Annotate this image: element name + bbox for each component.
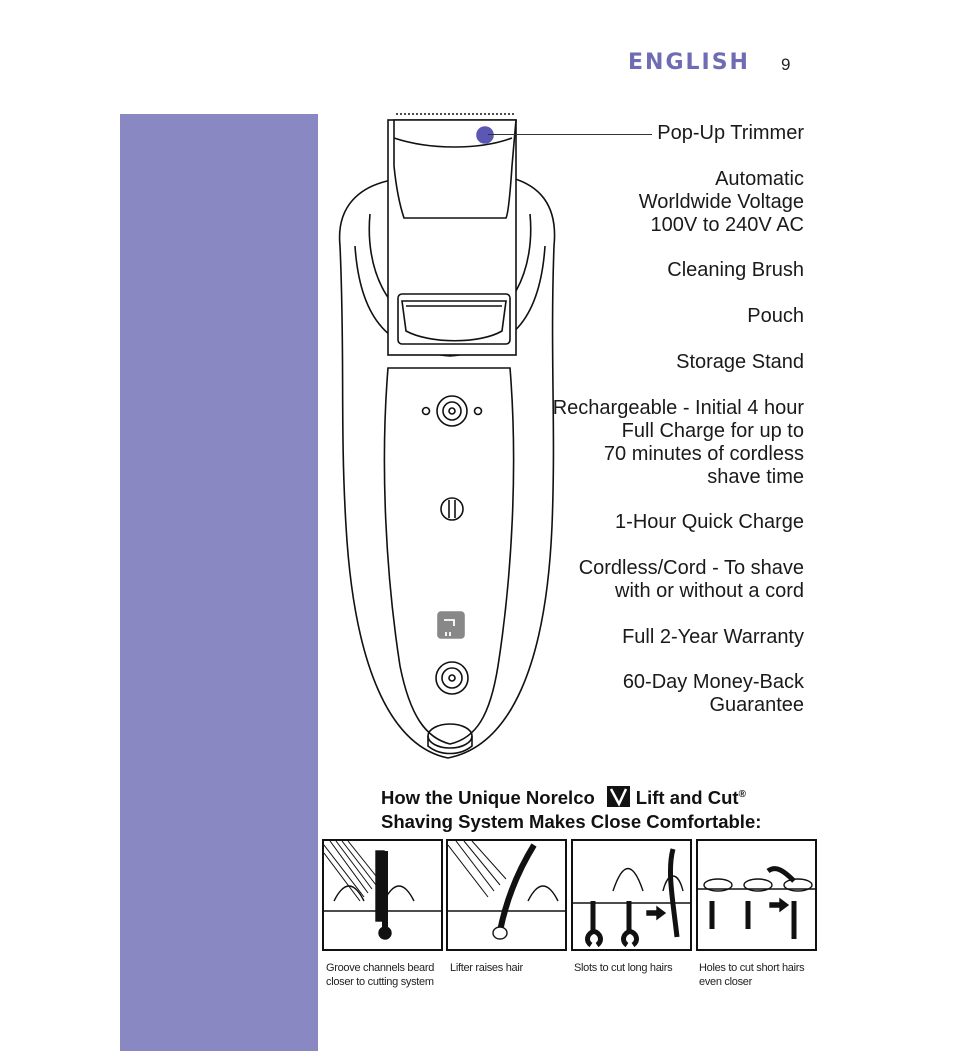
- registered-mark: ®: [738, 789, 746, 800]
- caption-lifter: Lifter raises hair: [450, 962, 523, 974]
- feature-money-back: 60-Day Money-Back Guarantee: [622, 671, 804, 716]
- feature-cleaning-brush: Cleaning Brush: [667, 259, 804, 281]
- feature-rechargeable: Rechargeable - Initial 4 hour Full Charg…: [552, 397, 804, 488]
- feature-worldwide-voltage: Automatic Worldwide Voltage 100V to 240V…: [638, 168, 804, 236]
- caption-slots: Slots to cut long hairs: [574, 962, 673, 974]
- feature-storage-stand: Storage Stand: [676, 351, 804, 373]
- section-title: How the Unique Norelco Lift and Cut® Shav…: [381, 783, 761, 834]
- feature-pop-up-trimmer: Pop-Up Trimmer: [657, 122, 804, 144]
- page-number: 9: [781, 55, 791, 74]
- language-heading: ENGLISH: [628, 50, 750, 75]
- shaver-illustration: [338, 113, 556, 759]
- feature-cordless-cord: Cordless/Cord - To shave with or without…: [578, 557, 804, 602]
- title-line-2: Shaving System Makes Close Comfortable:: [381, 811, 762, 833]
- caption-holes: Holes to cut short hairs even closer: [699, 962, 805, 988]
- panel-slots: [571, 839, 692, 951]
- feature-warranty: Full 2-Year Warranty: [622, 626, 804, 648]
- panel-lifter: [446, 839, 567, 951]
- feature-quick-charge: 1-Hour Quick Charge: [615, 511, 804, 533]
- feature-pouch: Pouch: [747, 305, 804, 327]
- sidebar-color-band: [120, 114, 318, 1051]
- panel-holes: [696, 839, 817, 951]
- title-part-lift-and-cut: Lift and Cut: [635, 787, 739, 809]
- norelco-logo-icon: [606, 786, 630, 808]
- caption-groove: Groove channels beard closer to cutting …: [326, 962, 435, 988]
- title-part-norelco: How the Unique Norelco: [381, 787, 595, 809]
- panel-groove-channels: [322, 839, 443, 951]
- trimmer-callout-line: [488, 134, 652, 135]
